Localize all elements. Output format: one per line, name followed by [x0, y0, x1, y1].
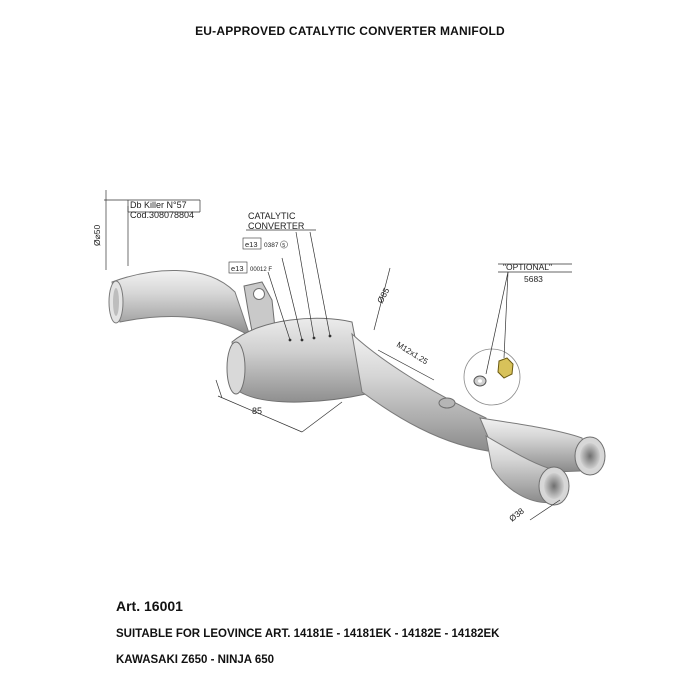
dimension-lines [104, 190, 572, 521]
article-number: Art. 16001 [116, 598, 183, 614]
homologation-mark-1: e13 [245, 240, 258, 249]
y-split-outlets [479, 417, 606, 506]
optional-plug-detail [463, 348, 521, 406]
inlet-diameter-label: Ø⌀50 [92, 225, 102, 246]
sensor-boss [438, 397, 456, 409]
thread-label: M12x1.25 [395, 340, 430, 367]
catalytic-label-line1: CATALYTIC [248, 211, 296, 221]
inlet-pipe [108, 270, 251, 338]
catalytic-label-line2: CONVERTER [248, 221, 305, 231]
leader-dots [288, 334, 332, 342]
optional-code: 5683 [524, 274, 543, 284]
db-killer-label: Db Killer N°57 [130, 200, 187, 210]
suitable-for-text: SUITABLE FOR LEOVINCE ART. 14181E - 1418… [116, 628, 500, 640]
homologation-mark-2: e13 [231, 264, 244, 273]
converter-length-label: 85 [252, 406, 262, 416]
converter-diameter-label: Ø85 [375, 286, 392, 305]
homologation-code-2: 00012 F [250, 267, 272, 273]
outlet-diameter-label: Ø38 [507, 506, 526, 524]
homologation-suffix-1: 5 [282, 243, 285, 249]
page-title: EU-APPROVED CATALYTIC CONVERTER MANIFOLD [195, 24, 505, 38]
mid-pipe [351, 332, 497, 453]
plug-nut-icon [497, 357, 514, 379]
homologation-code-1: 0387 [264, 242, 279, 249]
optional-label: "OPTIONAL" [503, 262, 552, 272]
db-killer-code: Cod.308078804 [130, 210, 194, 220]
vehicle-models-text: KAWASAKI Z650 - NINJA 650 [116, 654, 275, 666]
